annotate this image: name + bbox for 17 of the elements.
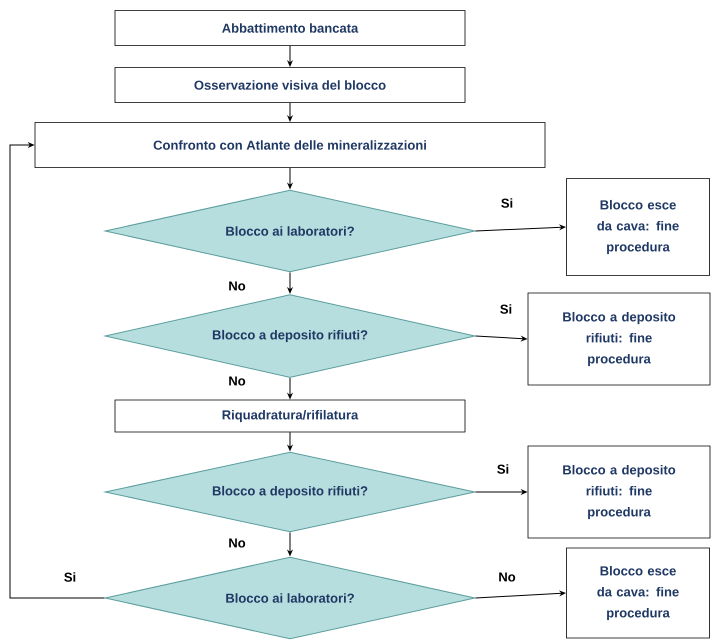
- process-box: Confronto con Atlante delle mineralizzazioni: [34, 122, 546, 168]
- outcome-box: Blocco esce da cava: fine procedura: [566, 178, 710, 276]
- outcome-box: Blocco a deposito rifiuti: fine procedura: [528, 292, 710, 386]
- edge-label: No: [497, 571, 517, 583]
- edge-label: No: [227, 280, 247, 292]
- process-box: Osservazione visiva del blocco: [114, 67, 466, 103]
- edge-label: Si: [496, 463, 510, 475]
- outcome-box: Blocco esce da cava: fine procedura: [566, 548, 710, 638]
- outcome-box: Blocco a deposito rifiuti: fine procedura: [528, 446, 710, 538]
- edge-label: Si: [498, 303, 514, 315]
- arrow: [10, 142, 105, 598]
- edge-label: Si: [500, 197, 514, 209]
- edge-label: No: [227, 375, 247, 387]
- edge-label: Si: [62, 571, 78, 583]
- edge-label: No: [227, 537, 247, 549]
- process-box: Abbattimento bancata: [114, 10, 466, 46]
- process-box: Riquadratura/rifilatura: [114, 400, 466, 432]
